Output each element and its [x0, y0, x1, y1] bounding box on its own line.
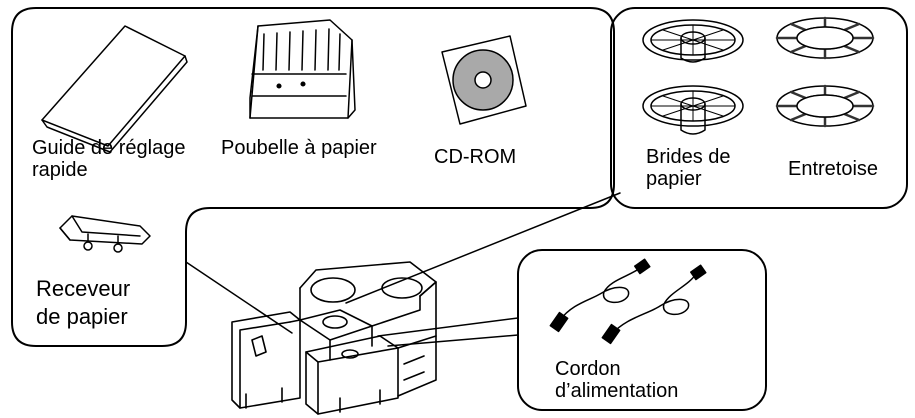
flanges-callout-panel — [610, 7, 908, 209]
quick-guide-label-line2: rapide — [32, 159, 88, 182]
spacer-icon — [775, 84, 875, 128]
power-cord-callout-panel — [517, 249, 767, 411]
quick-guide-label: Guide de réglage rapide — [32, 137, 185, 182]
paper-flange-icon — [642, 19, 744, 63]
leader-lines — [185, 192, 621, 347]
cd-rom-label: CD-ROM — [434, 146, 517, 168]
paper-basket-icon — [249, 19, 356, 119]
paper-receiver-label: Receveur de papier — [36, 275, 130, 331]
paper-basket-label: Poubelle à papier — [221, 137, 377, 159]
paper-receiver-icon — [59, 215, 151, 253]
power-cord-label-line2: d’alimentation — [555, 380, 679, 403]
paper-flange-icon — [642, 85, 744, 135]
power-cord-label-line1: Cordon — [555, 358, 621, 380]
paper-flanges-label-line1: Brides de — [646, 146, 731, 168]
power-cord-icon — [549, 258, 707, 345]
packing-box-icon — [231, 261, 437, 415]
paper-receiver-label-line2: de papier — [36, 304, 128, 330]
power-cord-label: Cordon d’alimentation — [555, 358, 678, 403]
quick-guide-label-line1: Guide de réglage — [32, 137, 186, 159]
accessories-callout-panel — [11, 7, 615, 347]
quick-guide-icon — [41, 25, 188, 153]
cd-rom-icon — [441, 35, 527, 125]
paper-flanges-label: Brides de papier — [646, 146, 731, 191]
paper-flanges-label-line2: papier — [646, 168, 702, 191]
paper-receiver-label-line1: Receveur — [36, 276, 131, 301]
spacer-label: Entretoise — [788, 158, 879, 180]
spacer-icon — [775, 16, 875, 60]
